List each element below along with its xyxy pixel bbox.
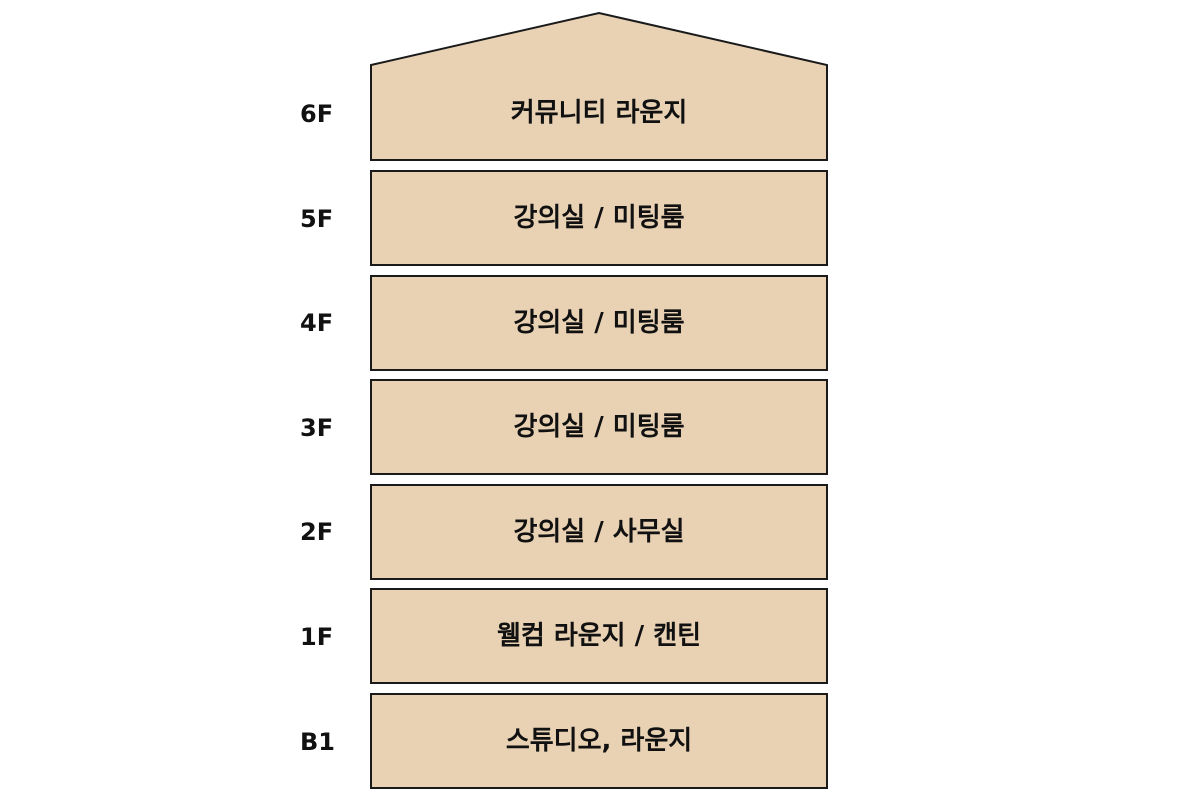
room-label-4f: 강의실 / 미팅룸 bbox=[513, 308, 685, 338]
floor-box-6f bbox=[370, 11, 828, 161]
room-label-2f: 강의실 / 사무실 bbox=[513, 517, 685, 547]
floor-box-2f bbox=[370, 484, 828, 580]
floor-label-5f: 5F bbox=[300, 205, 334, 233]
floor-label-3f: 3F bbox=[300, 414, 334, 442]
floor-box-4f bbox=[370, 275, 828, 371]
floor-label-6f: 6F bbox=[300, 100, 334, 128]
room-label-b1: 스튜디오, 라운지 bbox=[505, 726, 693, 756]
floor-box-3f bbox=[370, 379, 828, 475]
floor-box-5f bbox=[370, 170, 828, 266]
floor-label-2f: 2F bbox=[300, 518, 334, 546]
floor-label-4f: 4F bbox=[300, 309, 334, 337]
room-label-3f: 강의실 / 미팅룸 bbox=[513, 412, 685, 442]
room-label-5f: 강의실 / 미팅룸 bbox=[513, 203, 685, 233]
room-label-6f: 커뮤니티 라운지 bbox=[510, 98, 688, 128]
floor-label-b1: B1 bbox=[300, 728, 335, 756]
floor-box-b1 bbox=[370, 693, 828, 789]
floor-box-1f bbox=[370, 588, 828, 684]
floor-label-1f: 1F bbox=[300, 623, 334, 651]
room-label-1f: 웰컴 라운지 / 캔틴 bbox=[496, 621, 702, 651]
